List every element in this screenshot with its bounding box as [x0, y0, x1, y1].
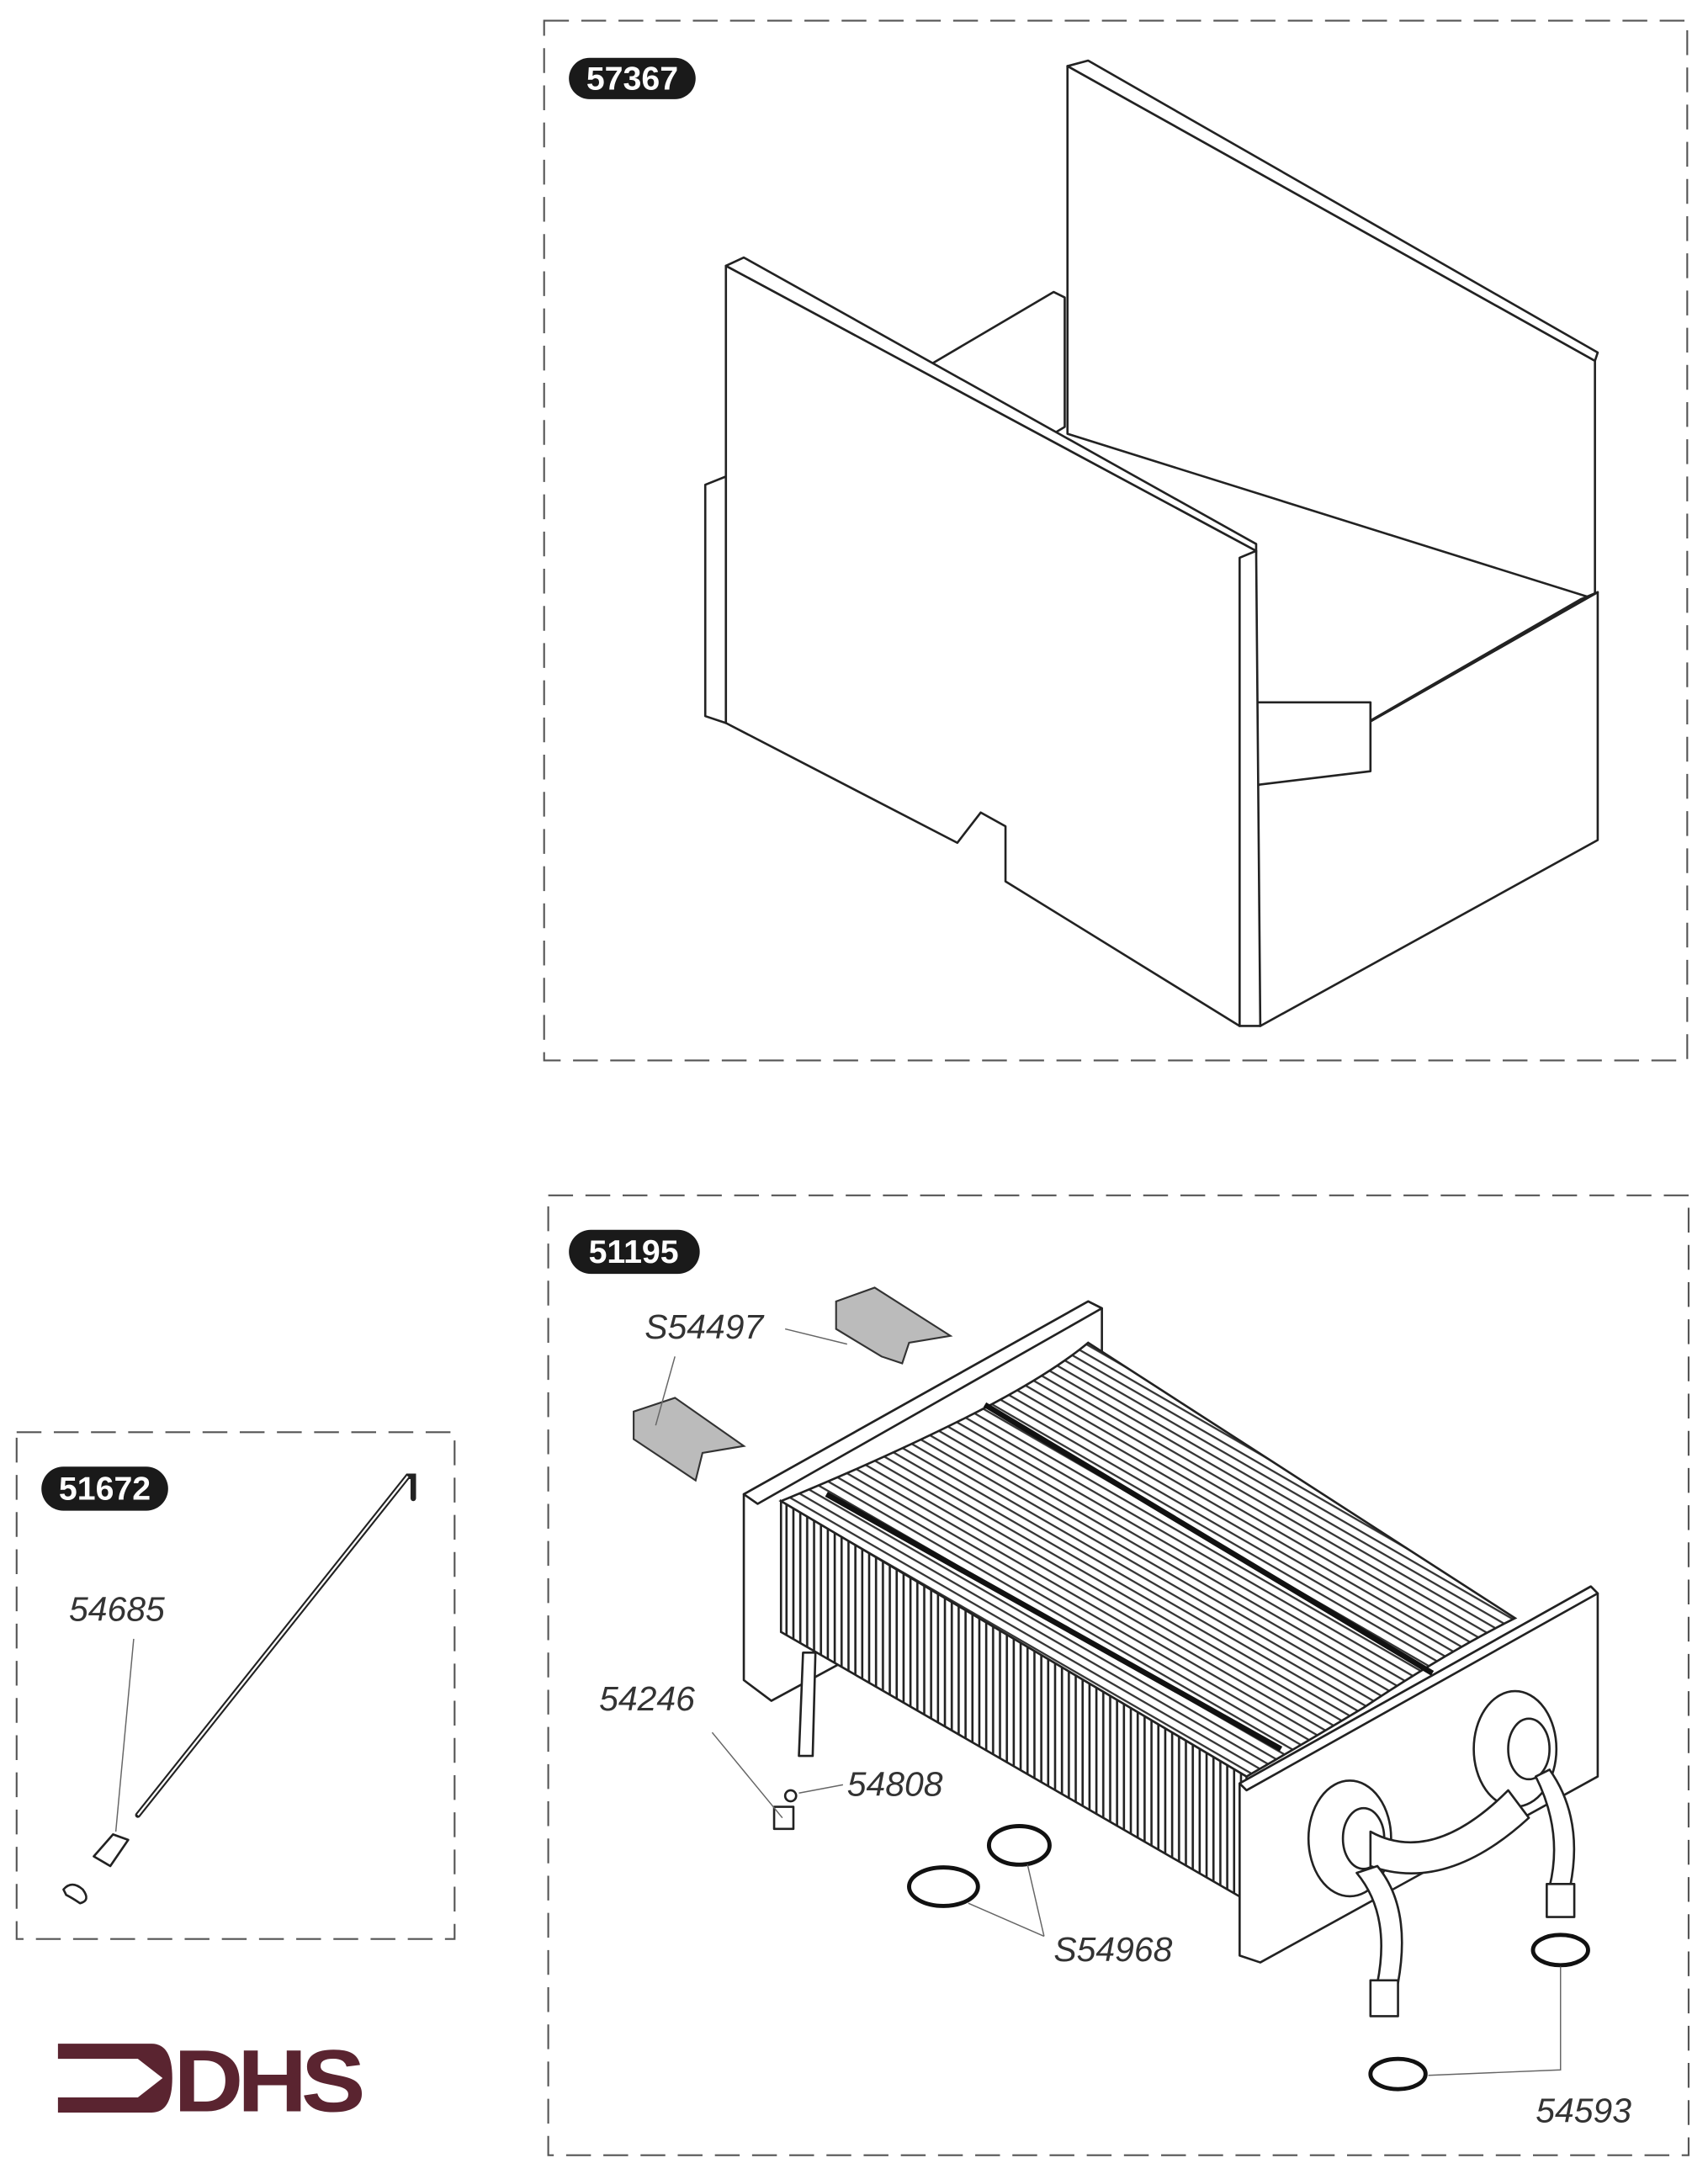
- panel-51672: 51672 54685: [15, 1431, 456, 1940]
- label-54246: 54246: [599, 1679, 695, 1718]
- dhs-logo: DHS: [57, 2032, 368, 2130]
- pipe-nipple: [1546, 1882, 1576, 1918]
- dashed-frame: [543, 19, 1689, 1062]
- small-clip: [62, 1883, 88, 1905]
- seal-ring: [986, 1824, 1052, 1867]
- electrode-rod: [135, 1473, 416, 1818]
- seal-ring: [1530, 1933, 1590, 1968]
- part-badge: 51672: [41, 1466, 168, 1511]
- label-54808: 54808: [847, 1764, 943, 1803]
- electrode-clip: [93, 1833, 130, 1868]
- dashed-frame: [547, 1194, 1690, 2156]
- badge-text: 51672: [59, 1471, 151, 1508]
- dashed-frame: [15, 1431, 456, 1940]
- label-s54968: S54968: [1053, 1930, 1172, 1969]
- logo-text: DHS: [173, 2032, 362, 2130]
- panel-51195: 51195: [547, 1194, 1690, 2156]
- leader-lines: [655, 1328, 1562, 2076]
- clip-s54497: [633, 1286, 953, 1482]
- drain-plug: [772, 1805, 795, 1831]
- heat-exchanger-drawing: [742, 1300, 1599, 2017]
- panel-57367: 57367: [543, 19, 1689, 1062]
- arrow-icon: [57, 2044, 172, 2113]
- seal-ring: [1368, 2056, 1428, 2092]
- label-54593: 54593: [1536, 2091, 1631, 2129]
- label-s54497: S54497: [644, 1307, 765, 1346]
- pipe-nipple: [1369, 1979, 1399, 2017]
- part-badge: 51195: [569, 1229, 700, 1275]
- badge-text: 57367: [586, 60, 678, 97]
- label-54685: 54685: [69, 1590, 165, 1629]
- part-badge: 57367: [569, 57, 696, 99]
- seal-ring: [907, 1865, 980, 1908]
- seal-54808: [783, 1789, 798, 1803]
- badge-text: 51195: [589, 1233, 679, 1270]
- insulation-box-drawing: [703, 59, 1599, 1027]
